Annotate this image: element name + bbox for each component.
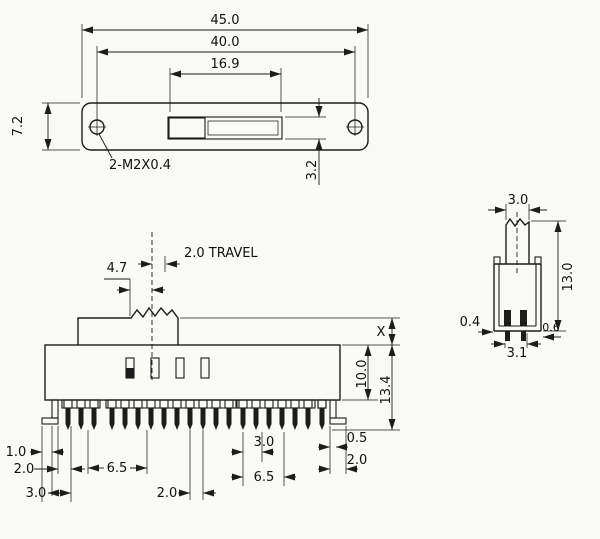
dim-actuator-offset-label: 4.7 (107, 261, 128, 276)
actuator-break-outline (77, 306, 179, 345)
dim-slot-offset: 3.2 (285, 98, 326, 185)
dim-left-1-label: 1.0 (6, 445, 27, 460)
pin (185, 399, 195, 431)
right-vertical-dims: X 10.0 13.4 (180, 317, 400, 431)
front-view: 2.0 TRAVEL 4.7 (6, 232, 400, 502)
dim-hole-spacing: 40.0 (96, 35, 356, 118)
pin (277, 399, 287, 431)
pin (290, 399, 300, 431)
pin-header-bars (61, 399, 327, 409)
travel-dim: 2.0 TRAVEL (138, 246, 258, 272)
dim-right-3-label: 3.0 (254, 435, 275, 450)
pin (238, 399, 248, 431)
thread-callout-label: 2-M2X0.4 (109, 158, 171, 173)
dim-side-height: 13.0 (531, 220, 576, 332)
dim-gap-right-label: 6.5 (254, 470, 275, 485)
dim-slot-width: 16.9 (169, 57, 282, 112)
dim-gap-left-label: 6.5 (107, 461, 128, 476)
travel-label: 2.0 TRAVEL (184, 246, 258, 261)
bottom-dims: 1.0 2.0 3.0 6.5 2.0 3.0 6.5 0.5 2.0 (6, 426, 368, 502)
dim-hole-spacing-label: 40.0 (211, 35, 240, 50)
left-mount-tab (41, 399, 59, 425)
side-terminals (504, 310, 527, 341)
dim-overall-width-label: 45.0 (211, 13, 240, 28)
slider-knob-top (168, 117, 206, 139)
dim-tab-label: 0.5 (347, 431, 368, 446)
mounting-hole-left (87, 117, 107, 137)
dim-wall-right: 0.6 (542, 321, 561, 341)
slot-inner-line (207, 120, 279, 136)
mounting-hole-right (345, 117, 365, 137)
dim-x-label: X (377, 325, 386, 340)
dim-side-height-label: 13.0 (561, 263, 576, 292)
pin (264, 399, 274, 431)
pin (76, 399, 86, 431)
dim-slot-width-label: 16.9 (211, 57, 240, 72)
thread-callout-group: 2-M2X0.4 (98, 133, 171, 173)
top-view: 45.0 40.0 16.9 7.2 3.2 (11, 13, 369, 185)
dim-left-2-label: 2.0 (14, 462, 35, 477)
side-actuator-outline (505, 217, 530, 264)
pin (211, 399, 221, 431)
pin (251, 399, 261, 431)
pin (89, 399, 99, 431)
dim-slot-offset-label: 3.2 (305, 160, 320, 181)
dim-terminal-span: 3.1 (491, 333, 541, 361)
body-outline (44, 344, 341, 401)
dim-left-3-label: 3.0 (26, 486, 47, 501)
pin (107, 399, 117, 431)
side-top-ear-left (493, 256, 501, 265)
pin (172, 399, 182, 431)
pin (159, 399, 169, 431)
dim-total-height-label: 13.4 (379, 376, 394, 405)
dim-knob-width-label: 3.0 (508, 193, 529, 208)
dim-plate-height-label: 7.2 (11, 116, 26, 137)
dim-body-height-label: 10.0 (355, 360, 370, 389)
dim-actuator-offset: 4.7 (104, 261, 165, 316)
pin (63, 399, 73, 431)
body-slots (125, 357, 210, 379)
pin (133, 399, 143, 431)
pin (120, 399, 130, 431)
side-body-outline (493, 263, 542, 332)
pin (303, 399, 313, 431)
terminal-pins (63, 399, 327, 431)
side-top-ear-right (534, 256, 542, 265)
dim-plate-height: 7.2 (11, 102, 80, 151)
dim-foot-label: 2.0 (347, 453, 368, 468)
plate-outline (81, 102, 369, 151)
side-view: 3.0 13.0 0.4 3.1 0.6 (460, 193, 576, 361)
dim-wall-left: 0.4 (460, 315, 493, 336)
dim-pitch-label: 2.0 (157, 486, 178, 501)
dim-wall-left-label: 0.4 (460, 315, 481, 330)
dim-wall-right-label: 0.6 (542, 321, 560, 334)
pin (317, 399, 327, 431)
dim-knob-width: 3.0 (488, 193, 547, 220)
pin (224, 399, 234, 431)
slider-slot (167, 116, 283, 140)
pin (198, 399, 208, 431)
dim-terminal-span-label: 3.1 (507, 346, 528, 361)
pin (146, 399, 156, 431)
right-mount-tab (329, 399, 347, 425)
dim-overall-width: 45.0 (81, 13, 369, 98)
